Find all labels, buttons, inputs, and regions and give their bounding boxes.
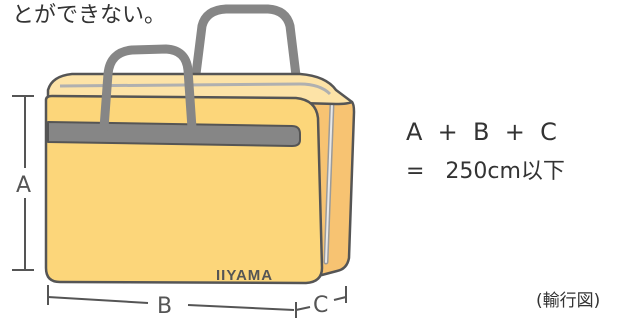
dimension-b-line-right	[187, 304, 295, 311]
dimension-a-label: A	[16, 173, 31, 198]
dimension-c-line	[295, 306, 311, 311]
formula-limit: = 250cm以下	[406, 159, 565, 184]
bag-front-handle	[99, 44, 197, 133]
bag-back-handle	[191, 4, 303, 97]
bag-brand-label: IIYAMA	[216, 267, 273, 284]
dimension-c-line-right	[333, 296, 347, 301]
dimension-b-label: B	[157, 294, 172, 319]
dimension-b-line-left	[47, 296, 149, 304]
bag-front-band	[47, 121, 301, 147]
intro-text-fragment: とができない。	[12, 3, 167, 28]
formula-sum: A + B + C	[406, 118, 557, 146]
dimension-c-label: C	[313, 293, 328, 318]
figure-caption: (輸行図)	[536, 291, 601, 311]
